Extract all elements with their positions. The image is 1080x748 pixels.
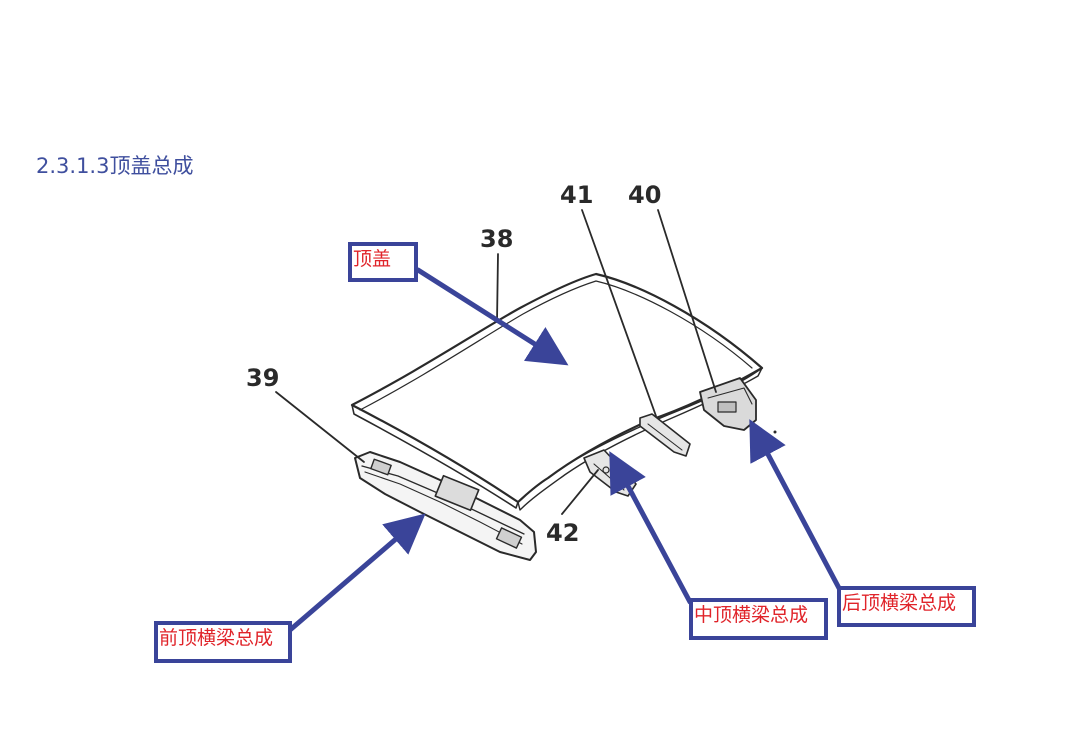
arrow-front-beam bbox=[287, 513, 426, 633]
roof-panel-rear-lip bbox=[517, 367, 763, 511]
leader-line-40 bbox=[657, 209, 717, 393]
part-number-41: 41 bbox=[560, 181, 594, 209]
callout-rear-beam: 后顶横梁总成 bbox=[837, 586, 976, 627]
callout-roof: 顶盖 bbox=[348, 242, 418, 282]
part-number-39: 39 bbox=[246, 364, 280, 392]
section-title: 2.3.1.3顶盖总成 bbox=[36, 154, 194, 178]
roof-panel-front-lip bbox=[351, 404, 519, 509]
part-number-40: 40 bbox=[628, 181, 662, 209]
front-roof-beam bbox=[354, 451, 537, 561]
callout-front-beam: 前顶横梁总成 bbox=[154, 621, 292, 663]
rear-roof-beam bbox=[699, 377, 777, 434]
callout-arrows bbox=[287, 267, 843, 633]
part-number-42: 42 bbox=[546, 519, 580, 547]
arrow-middle-beam bbox=[609, 451, 693, 605]
leader-line-38 bbox=[496, 253, 499, 323]
leader-line-41 bbox=[581, 209, 657, 417]
leader-line-39 bbox=[275, 391, 365, 463]
middle-beam-right bbox=[639, 413, 691, 457]
roof-panel-inner-edge bbox=[359, 280, 753, 411]
arrow-rear-beam bbox=[749, 419, 843, 593]
callout-middle-beam: 中顶横梁总成 bbox=[689, 598, 828, 640]
leader-lines bbox=[275, 209, 717, 515]
arrow-roof bbox=[415, 267, 569, 366]
leader-line-42 bbox=[561, 469, 599, 515]
part-number-38: 38 bbox=[480, 225, 514, 253]
